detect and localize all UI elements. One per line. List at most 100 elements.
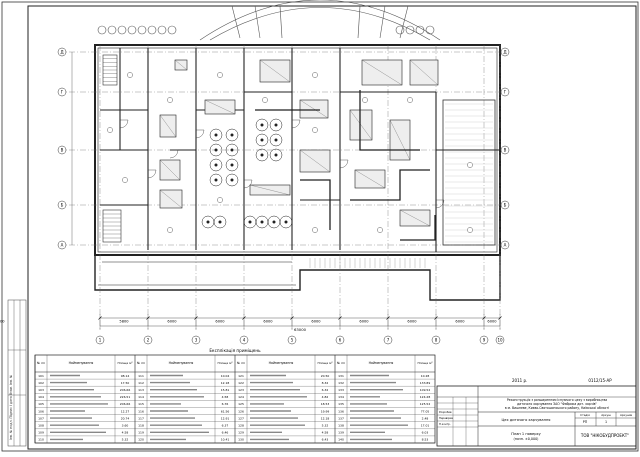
col-sheet: Аркуш — [601, 413, 611, 417]
schedule-room-area: 98.14 — [121, 374, 130, 378]
tank-center — [230, 163, 234, 167]
schedule-header-name: Найменування — [69, 361, 94, 365]
schedule-room-number: 138 — [338, 424, 344, 428]
tank — [255, 118, 269, 132]
schedule-room-area: 6.37 — [222, 424, 229, 428]
schedule-room-area: 5.32 — [122, 438, 129, 442]
schedule-header-number: № пп — [337, 361, 345, 365]
schedule-room-number: 124 — [238, 395, 244, 399]
tank — [225, 158, 239, 172]
schedule-room-area: 133.89 — [420, 381, 431, 385]
door-swing — [291, 119, 301, 129]
door-swing — [339, 159, 349, 169]
canopy-arc — [97, 0, 441, 41]
tank-center — [206, 220, 210, 224]
grid-bubble — [500, 87, 510, 97]
dimension-slash — [338, 316, 342, 320]
tank-center — [274, 153, 278, 157]
schedule-room-area: 18.53 — [321, 402, 330, 406]
room-tag — [262, 97, 268, 103]
schedule-room-number: 107 — [38, 416, 44, 420]
tank-center — [248, 220, 252, 224]
schedule-room-area: 19.99 — [321, 409, 330, 413]
schedule-room-area: 17.01 — [421, 424, 430, 428]
tank — [225, 143, 239, 157]
tank-center — [214, 133, 218, 137]
schedule-room-area: 6.76 — [222, 402, 229, 406]
grid-label-col: 7 — [387, 338, 390, 343]
tank-center — [272, 220, 276, 224]
tank-center — [260, 153, 264, 157]
tank — [255, 148, 269, 162]
equipment-mark — [354, 169, 386, 189]
tank-center — [230, 148, 234, 152]
schedule-room-area: 6.43 — [322, 438, 329, 442]
tank-center — [230, 133, 234, 137]
grid-bubble — [495, 335, 505, 345]
schedule-room-area: 17.50 — [121, 381, 130, 385]
room-tag — [217, 72, 223, 78]
inner-frame — [27, 5, 637, 450]
grid-bubble — [383, 335, 393, 345]
schedule-header-number: № пп — [37, 361, 45, 365]
grid-bubble — [57, 47, 67, 57]
schedule-header-name: Найменування — [169, 361, 194, 365]
plan-details — [100, 48, 500, 268]
grid-label-col: 2 — [147, 338, 150, 343]
grid-label-row: В — [61, 148, 64, 153]
role-developed: Розробив — [439, 410, 452, 414]
conveyor — [300, 179, 331, 230]
grid-bubble — [95, 335, 105, 345]
schedule-room-area: 10.41 — [221, 438, 230, 442]
schedule-room-number: 116 — [138, 409, 144, 413]
door-swing — [147, 169, 157, 179]
door-swing — [435, 199, 445, 209]
tank — [209, 158, 223, 172]
left-stamp-strip: Інв. № подл. Підпис і дата Взам. інв. № — [7, 299, 27, 447]
grid-bubble — [500, 240, 510, 250]
equipment-mark — [409, 59, 439, 86]
equipment-mark — [389, 119, 411, 161]
dimension-slash — [434, 316, 438, 320]
schedule-room-area: 226.51 — [120, 395, 131, 399]
grid-bubble — [500, 145, 510, 155]
conveyor — [359, 90, 420, 151]
schedule-room-number: 122 — [238, 381, 244, 385]
dimension-slash — [194, 316, 198, 320]
schedule-room-area: 15.81 — [221, 388, 230, 392]
schedule-room-number: 133 — [338, 388, 344, 392]
grid-bubble — [500, 47, 510, 57]
room-tag — [127, 72, 133, 78]
schedule-room-area: 12.18 — [221, 381, 230, 385]
grid-bubble — [287, 335, 297, 345]
dimension-value: 6000 — [215, 320, 225, 324]
col-sheets: Аркушів — [620, 413, 632, 417]
tank — [225, 173, 239, 187]
schedule-header-area: Площа м² — [217, 361, 233, 365]
schedule-room-number: 113 — [138, 388, 144, 392]
schedule-room-area: 5.32 — [322, 424, 329, 428]
tank — [225, 128, 239, 142]
schedule-room-area: 20.74 — [121, 416, 130, 420]
dimension-slash — [498, 316, 502, 320]
dimension-slash — [98, 316, 102, 320]
tank-center — [230, 178, 234, 182]
room-tag — [312, 227, 318, 233]
schedule-room-number: 117 — [138, 416, 144, 420]
dimension-value: 6000 — [263, 320, 273, 324]
equipment-mark — [159, 114, 177, 138]
schedule-room-number: 132 — [338, 381, 344, 385]
schedule-room-number: 118 — [138, 424, 144, 428]
room-tag — [467, 162, 473, 168]
schedule-room-number: 135 — [338, 402, 344, 406]
role-checked: Перевірив — [439, 416, 453, 420]
schedule-room-number: 128 — [238, 424, 244, 428]
schedule-header-name: Найменування — [269, 361, 294, 365]
schedule-header-number: № пп — [237, 361, 245, 365]
tank-center — [274, 138, 278, 142]
grid-bubble — [57, 240, 67, 250]
schedule-room-number: 126 — [238, 409, 244, 413]
schedule-room-number: 131 — [338, 374, 344, 378]
tank — [279, 215, 293, 229]
dimension-slash — [482, 316, 486, 320]
